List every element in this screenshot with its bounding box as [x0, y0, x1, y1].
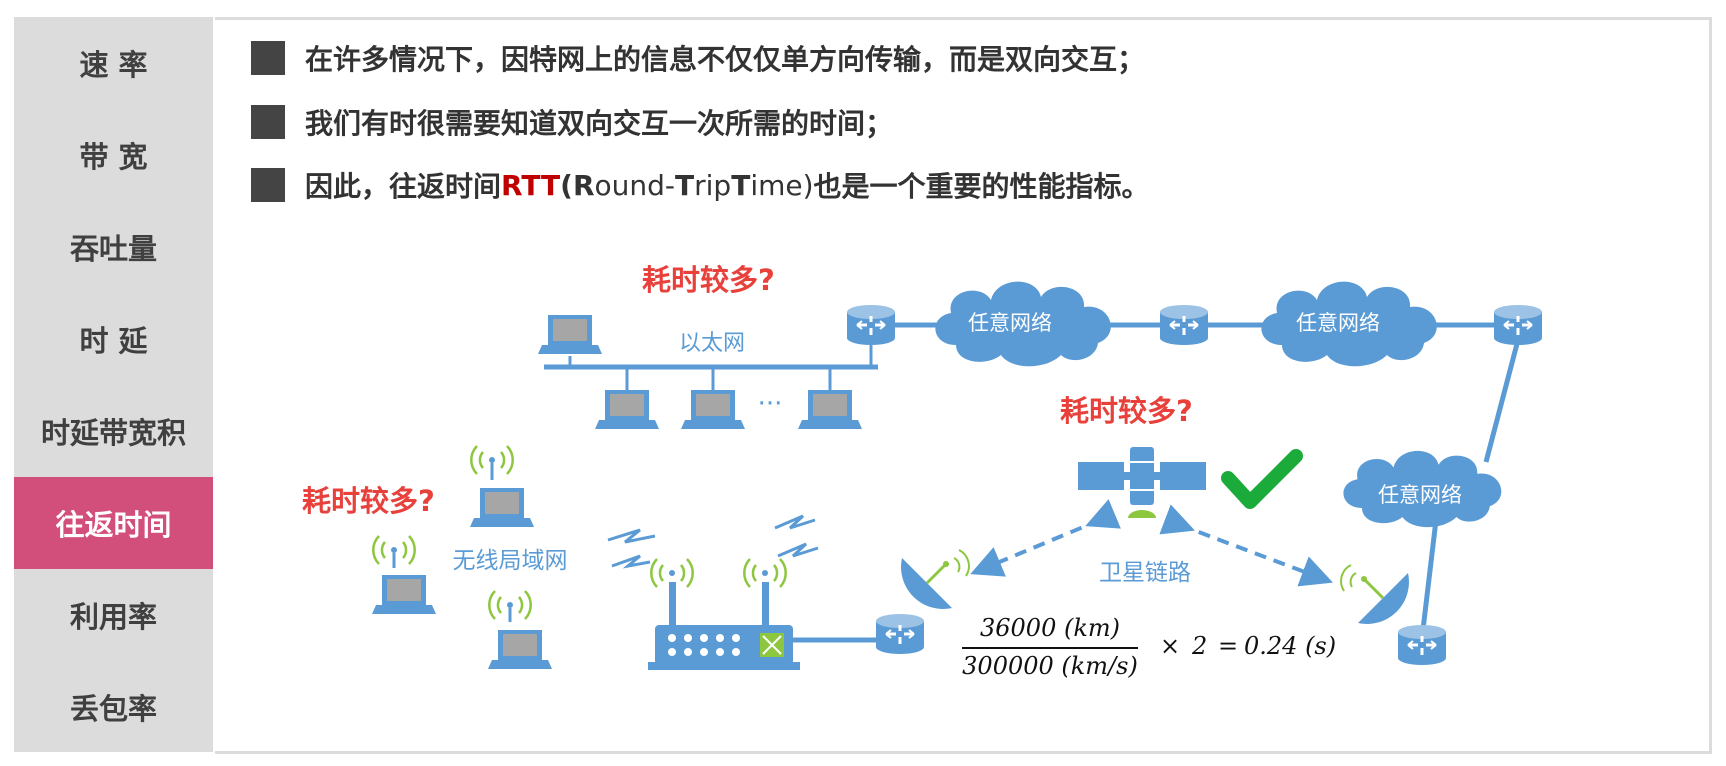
- rtt-formula: 36000 (km) 300000 (km/s) × 2 = 0.24 (s): [962, 614, 1336, 680]
- sidebar-item-utilization[interactable]: 利用率: [14, 569, 213, 661]
- sidebar-item-rtt[interactable]: 往返时间: [14, 477, 213, 569]
- cloud-network-3: 任意网络: [1343, 450, 1502, 528]
- bullet-text-pre: 因此，往返时间: [305, 170, 502, 203]
- satellite-dish-icon: [1339, 563, 1411, 626]
- sidebar-item-label: 丢包率: [69, 692, 157, 726]
- sidebar-item-packet-loss[interactable]: 丢包率: [14, 661, 213, 753]
- satellite-icon: [1078, 447, 1206, 518]
- ethernet-label: 以太网: [679, 331, 745, 356]
- router-icon: [1396, 623, 1448, 667]
- sidebar-item-label: 时 延: [79, 324, 148, 358]
- sidebar-item-bandwidth[interactable]: 带 宽: [14, 109, 213, 201]
- content-panel: 在许多情况下，因特网上的信息不仅仅单方向传输，而是双向交互； 我们有时很需要知道…: [215, 17, 1712, 754]
- laptop-icon: [595, 390, 659, 429]
- bullet-text: 在许多情况下，因特网上的信息不仅仅单方向传输，而是双向交互；: [305, 43, 1146, 76]
- formula-numerator: 36000 (km): [980, 614, 1120, 642]
- bullet-text-tail: 也是一个重要的性能指标。: [813, 170, 1150, 203]
- sidebar-item-rate[interactable]: 速 率: [14, 17, 213, 109]
- rtt-expansion-part: R: [572, 168, 595, 202]
- sidebar-item-label: 时延带宽积: [40, 416, 186, 450]
- laptop-icon: [470, 488, 534, 527]
- bullet-1: 在许多情况下，因特网上的信息不仅仅单方向传输，而是双向交互；: [251, 38, 1145, 78]
- formula-factor: 2: [1191, 632, 1207, 660]
- formula-denominator: 300000 (km/s): [962, 652, 1138, 680]
- sidebar-item-label: 带 宽: [79, 140, 148, 174]
- formula-result: 0.24 (s): [1244, 632, 1336, 660]
- satellite-link-left: [970, 499, 1121, 577]
- check-icon: [1221, 449, 1303, 509]
- sidebar-item-label: 速 率: [79, 48, 148, 82]
- bullet-square-icon: [251, 105, 285, 139]
- laptop-icon: [798, 390, 862, 429]
- wlan-label: 无线局域网: [453, 548, 568, 574]
- satellite-link-right: [1159, 504, 1333, 587]
- rtt-expansion-part: ound-: [594, 168, 676, 202]
- sidebar-item-label: 吞吐量: [69, 232, 157, 266]
- rtt-expansion-part: rip: [694, 168, 732, 202]
- sidebar-item-delay-bandwidth-product[interactable]: 时延带宽积: [14, 385, 213, 477]
- cloud-network-1: 任意网络: [935, 281, 1111, 367]
- router-icon: [1158, 303, 1210, 347]
- cloud-label: 任意网络: [1378, 483, 1462, 507]
- router-icon: [874, 612, 926, 656]
- sidebar-item-throughput[interactable]: 吞吐量: [14, 201, 213, 293]
- rtt-expansion-part: ime): [750, 168, 814, 202]
- formula-times: ×: [1160, 632, 1180, 660]
- sidebar-item-label: 往返时间: [55, 508, 172, 542]
- rtt-expansion-part: T: [675, 168, 695, 202]
- sidebar: 速 率 带 宽 吞吐量 时 延 时延带宽积 往返时间 利用率 丢包率: [14, 17, 213, 752]
- rtt-expansion-part: T: [731, 168, 751, 202]
- sidebar-item-delay[interactable]: 时 延: [14, 293, 213, 385]
- formula-equals: =: [1218, 632, 1238, 660]
- cloud-label: 任意网络: [1296, 311, 1380, 335]
- bullet-text: 我们有时很需要知道双向交互一次所需的时间；: [305, 107, 894, 140]
- ethernet-segment: ··· 以太网: [538, 315, 878, 429]
- laptop-icon: [538, 315, 602, 354]
- laptop-icon: [681, 390, 745, 429]
- rtt-expansion-part: (: [560, 168, 573, 202]
- router-icon: [1492, 303, 1544, 347]
- warning-label: 耗时较多?: [642, 263, 775, 297]
- warning-label: 耗时较多?: [1060, 394, 1193, 428]
- laptop-icon: [488, 630, 552, 669]
- ethernet-ellipsis: ···: [758, 389, 783, 419]
- rtt-highlight: RTT: [501, 168, 561, 202]
- bullet-square-icon: [251, 168, 285, 202]
- satellite-dish-icon: [899, 548, 971, 611]
- bullet-2: 我们有时很需要知道双向交互一次所需的时间；: [251, 102, 893, 142]
- access-point-icon: [648, 557, 800, 670]
- cloud-label: 任意网络: [968, 311, 1052, 335]
- wireless-lan: 无线局域网: [372, 444, 819, 669]
- bullet-square-icon: [251, 41, 285, 75]
- laptop-icon: [372, 575, 436, 614]
- warning-label: 耗时较多?: [302, 484, 435, 518]
- router-icon: [845, 303, 897, 347]
- satellite-label: 卫星链路: [1099, 560, 1191, 586]
- sidebar-item-label: 利用率: [69, 600, 157, 634]
- cloud-network-2: 任意网络: [1261, 281, 1437, 367]
